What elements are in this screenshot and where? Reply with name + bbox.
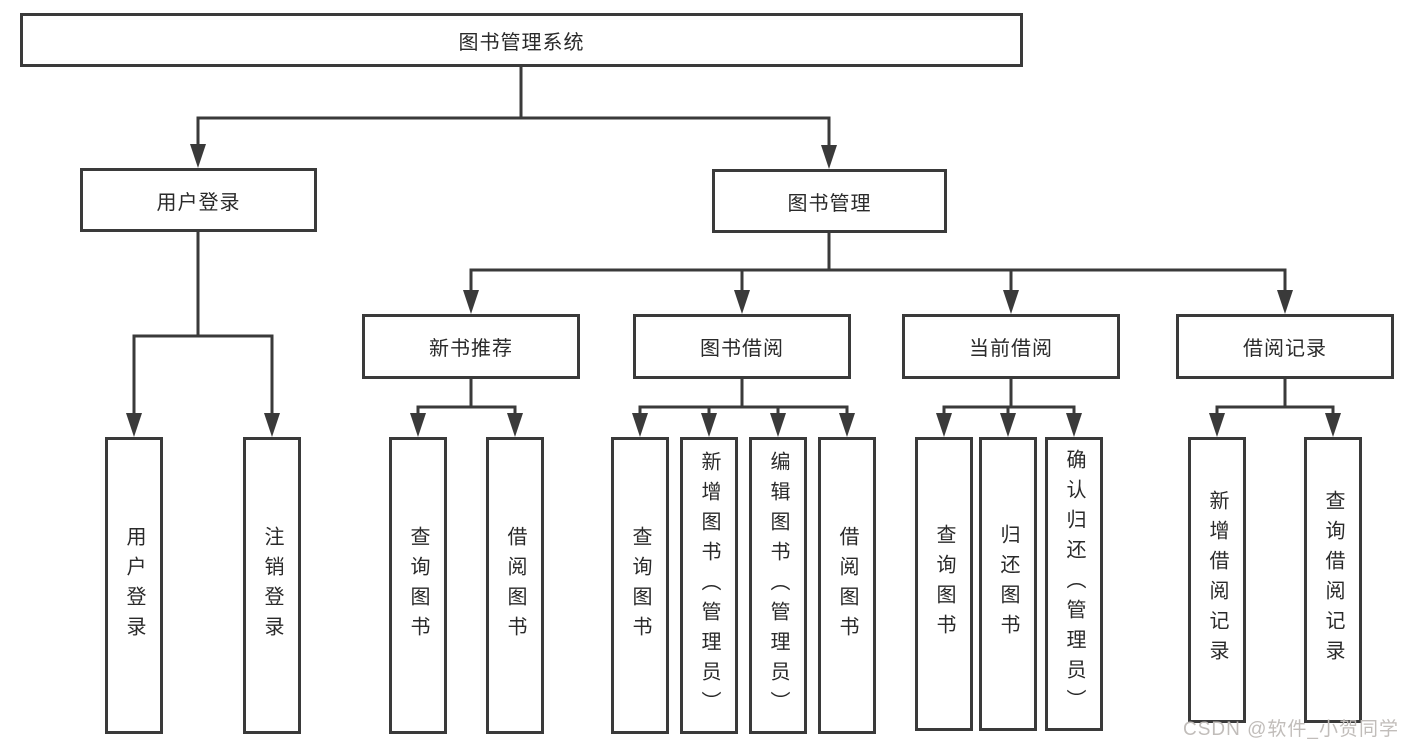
node-user-login: 用户登录 xyxy=(80,168,317,232)
leaf-query-books-recommend: 查询图书 xyxy=(389,437,447,734)
leaf-borrow-books: 借阅图书 xyxy=(818,437,876,734)
watermark-text: CSDN @软件_小贺同学 xyxy=(1183,719,1399,740)
leaf-logout: 注销登录 xyxy=(243,437,301,734)
node-book-management: 图书管理 xyxy=(712,169,947,233)
arrowheads xyxy=(126,144,1341,437)
node-book-borrowing: 图书借阅 xyxy=(633,314,851,379)
node-new-book-recommend: 新书推荐 xyxy=(362,314,580,379)
leaf-query-books-borrow: 查询图书 xyxy=(611,437,669,734)
leaf-add-borrow-record: 新增借阅记录 xyxy=(1188,437,1246,723)
node-root-system: 图书管理系统 xyxy=(20,13,1023,67)
leaf-confirm-return-admin: 确认归还（管理员） xyxy=(1045,437,1103,731)
leaf-user-login: 用户登录 xyxy=(105,437,163,734)
leaf-query-borrow-record: 查询借阅记录 xyxy=(1304,437,1362,723)
leaf-query-books-current: 查询图书 xyxy=(915,437,973,731)
leaf-add-book-admin: 新增图书（管理员） xyxy=(680,437,738,734)
node-current-borrowing: 当前借阅 xyxy=(902,314,1120,379)
leaf-return-book: 归还图书 xyxy=(979,437,1037,731)
leaf-borrow-books-recommend: 借阅图书 xyxy=(486,437,544,734)
node-borrowing-records: 借阅记录 xyxy=(1176,314,1394,379)
leaf-edit-book-admin: 编辑图书（管理员） xyxy=(749,437,807,734)
